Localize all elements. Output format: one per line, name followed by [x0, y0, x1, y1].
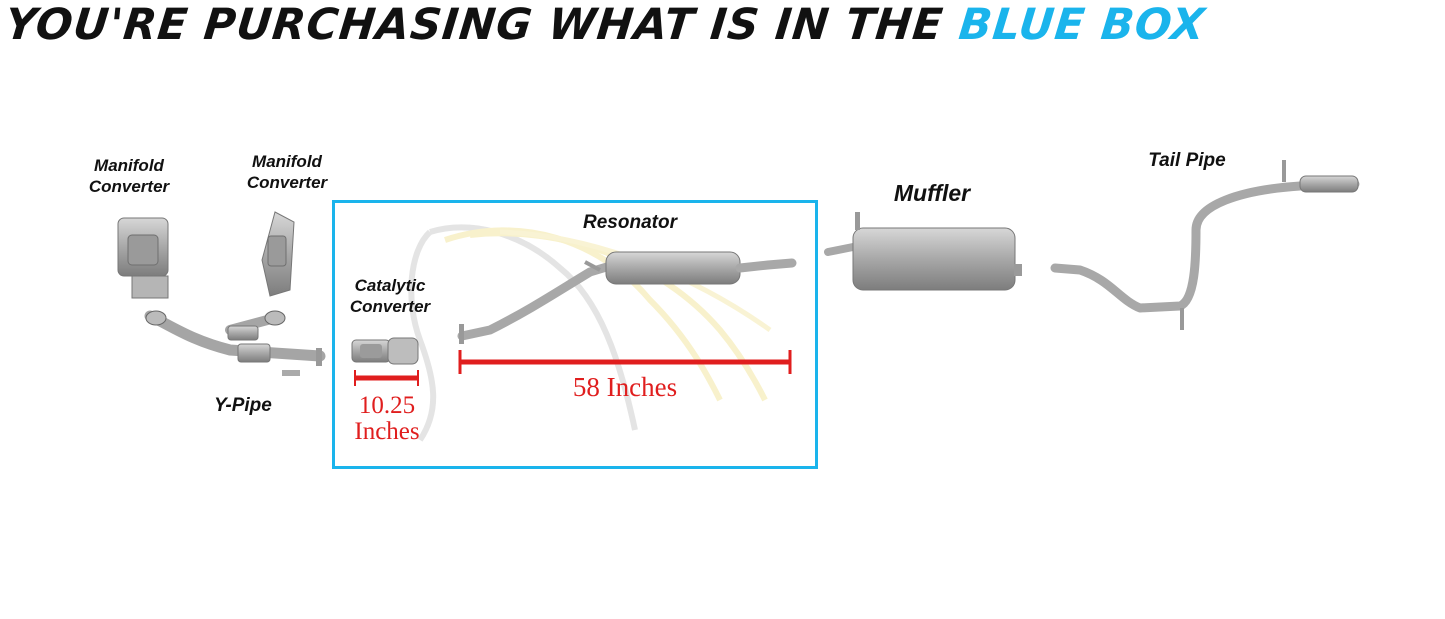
measure-catalytic-line	[354, 370, 419, 386]
label-catalytic-converter-line2: Converter	[349, 297, 431, 316]
label-catalytic-converter: Catalytic Converter	[338, 275, 442, 317]
label-resonator: Resonator	[583, 212, 677, 233]
y-pipe-part	[144, 310, 326, 376]
label-y-pipe: Y-Pipe	[214, 395, 272, 416]
measure-catalytic-value: 10.25	[358, 392, 416, 419]
resonator-part	[457, 251, 797, 344]
measure-resonator-text: 58 Inches	[572, 372, 678, 402]
label-manifold-converter-1-line2: Converter	[88, 177, 170, 196]
label-manifold-converter-2-line1: Manifold	[252, 152, 322, 171]
measure-catalytic-text: 10.25 Inches	[340, 393, 434, 445]
blue-box-selection	[332, 200, 818, 469]
label-manifold-converter-1: Manifold Converter	[74, 155, 184, 197]
label-muffler: Muffler	[893, 180, 971, 206]
tail-pipe-part	[1050, 160, 1360, 330]
label-catalytic-converter-line1: Catalytic	[354, 276, 426, 295]
measure-catalytic-unit: Inches	[354, 418, 420, 445]
label-manifold-converter-2-line2: Converter	[246, 173, 328, 192]
measure-resonator-line	[458, 350, 792, 374]
manifold-converter-1-part	[117, 217, 169, 299]
manifold-converter-2-part	[261, 211, 295, 297]
label-manifold-converter-1-line1: Manifold	[94, 156, 164, 175]
catalytic-converter-part	[351, 337, 419, 365]
label-manifold-converter-2: Manifold Converter	[232, 151, 342, 193]
muffler-part	[824, 212, 1022, 291]
label-tail-pipe: Tail Pipe	[1148, 150, 1226, 171]
